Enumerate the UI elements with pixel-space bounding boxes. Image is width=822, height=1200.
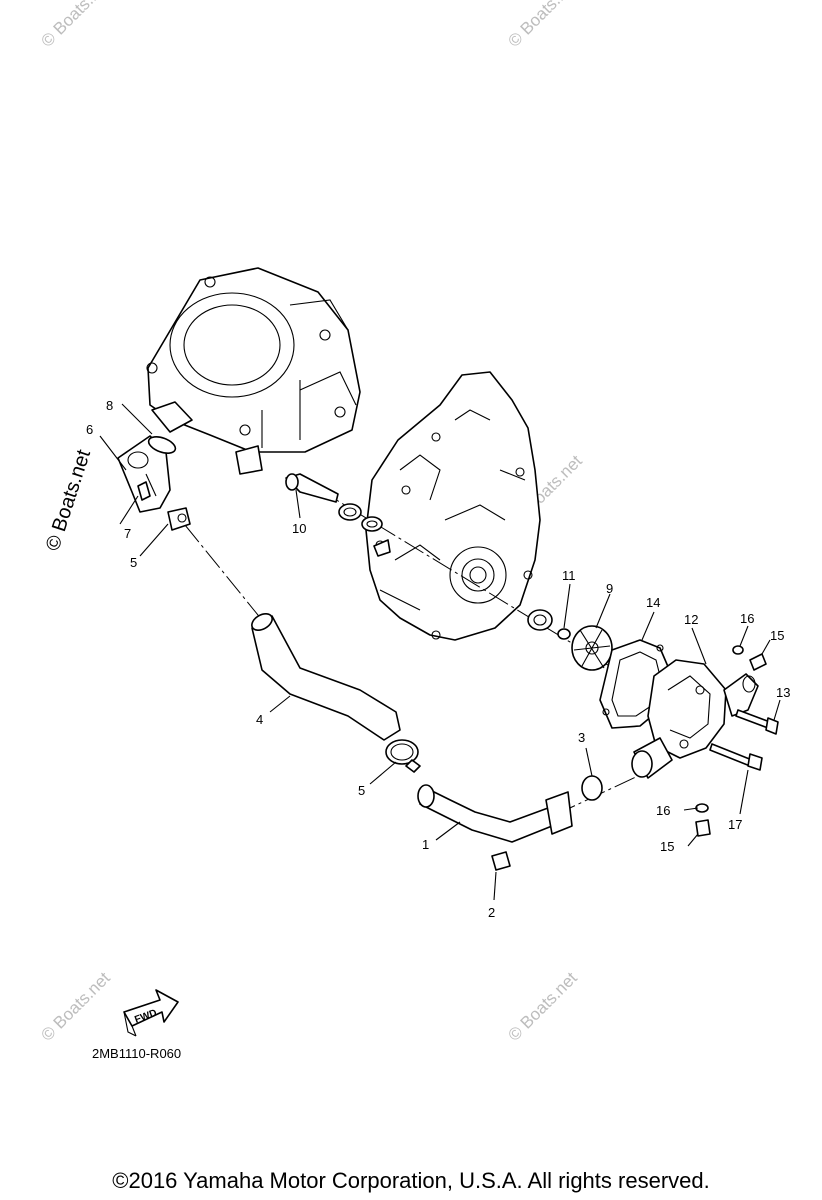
bolt-17 (709, 743, 763, 771)
hose-clamp-upper (167, 507, 191, 531)
impeller-9 (571, 625, 613, 671)
hose-clamp-lower (385, 739, 421, 773)
callout-17: 17 (728, 817, 742, 832)
washer-16-upper (732, 645, 744, 655)
callout-6: 6 (86, 422, 93, 437)
callout-15-upper: 15 (770, 628, 784, 643)
callout-7: 7 (124, 526, 131, 541)
copyright-notice: ©2016 Yamaha Motor Corporation, U.S.A. A… (112, 1168, 710, 1193)
o-ring-8 (147, 436, 177, 454)
watermark-left-vertical: © Boats.net (42, 447, 95, 554)
callout-14: 14 (646, 595, 660, 610)
callout-3: 3 (578, 730, 585, 745)
watermark-top-left: © Boats.net (37, 0, 114, 51)
watermark-bottom-left: © Boats.net (37, 968, 114, 1045)
drain-bolt-2 (491, 851, 511, 871)
callout-4: 4 (256, 712, 263, 727)
o-ring-3 (581, 775, 603, 801)
crankcase-cover (365, 371, 541, 641)
watermark-bottom-right: © Boats.net (504, 968, 581, 1045)
leader-lines (99, 403, 781, 901)
bearing (361, 516, 383, 532)
callout-10: 10 (292, 521, 306, 536)
callout-16-upper: 16 (740, 611, 754, 626)
callout-9: 9 (606, 581, 613, 596)
water-pump-housing-12 (631, 659, 759, 779)
oil-seal (338, 503, 362, 521)
watermark-top-right: © Boats.net (504, 0, 581, 51)
callout-11: 11 (562, 568, 576, 583)
bolt-15-upper (749, 653, 767, 671)
callout-12: 12 (684, 612, 698, 627)
callout-15-lower: 15 (660, 839, 674, 854)
washer-11 (557, 628, 571, 640)
forward-arrow-icon: FWD (123, 989, 179, 1037)
bolt-13 (735, 709, 779, 735)
callout-13: 13 (776, 685, 790, 700)
water-hose-4 (251, 613, 401, 741)
callout-16-lower: 16 (656, 803, 670, 818)
callout-2: 2 (488, 905, 495, 920)
callout-1: 1 (422, 837, 429, 852)
impeller-shaft-10 (285, 473, 339, 503)
mechanical-seal (527, 609, 553, 631)
callout-8: 8 (106, 398, 113, 413)
callout-5-lower: 5 (358, 783, 365, 798)
centerline-hose (184, 524, 263, 621)
bolt-15-lower (695, 819, 711, 837)
cover-dowel (373, 539, 391, 557)
bolt-7 (137, 481, 151, 501)
cylinder-block (146, 267, 361, 475)
water-pipe-1 (417, 784, 573, 843)
diagram-code: 2MB1110-R060 (92, 1046, 181, 1061)
callout-5-upper: 5 (130, 555, 137, 570)
